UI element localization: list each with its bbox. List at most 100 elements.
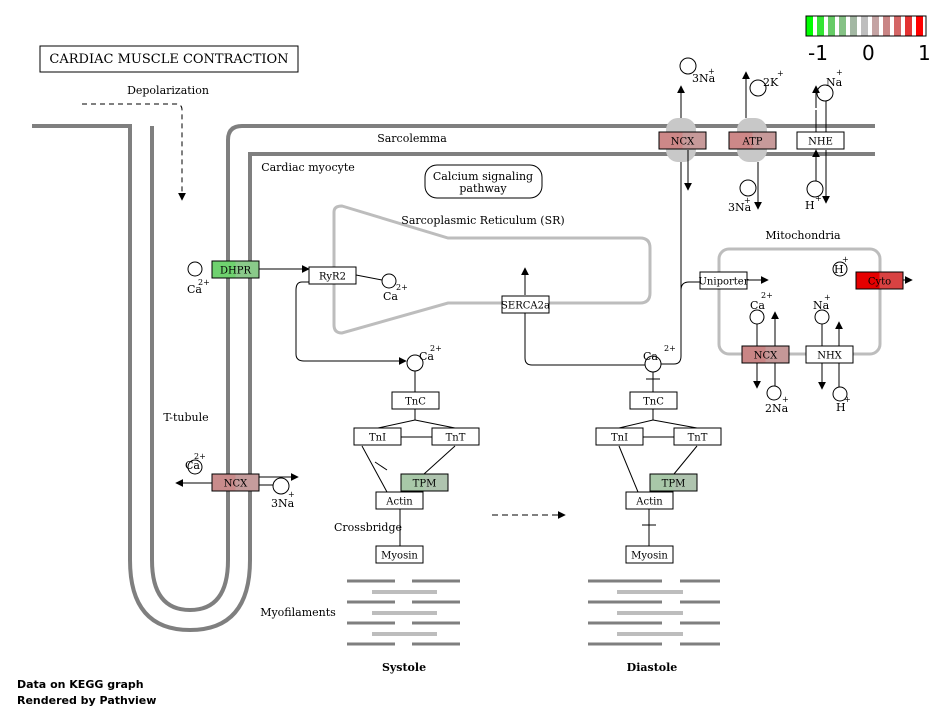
color-scale-swatch xyxy=(817,16,824,36)
gene-node-tni-d[interactable]: TnI xyxy=(595,427,644,446)
gene-label: Actin xyxy=(635,497,663,508)
color-scale-swatch xyxy=(861,16,868,36)
scale-min-label: -1 xyxy=(808,41,828,65)
gene-node-tni-s[interactable]: TnI xyxy=(353,427,402,446)
color-scale-swatch xyxy=(894,16,901,36)
scale-max-label: 1 xyxy=(918,41,931,65)
gene-label: NHX xyxy=(817,351,842,362)
svg-text:Ca: Ca xyxy=(187,283,202,296)
gene-node-ncx-tt[interactable]: NCX xyxy=(211,473,260,492)
gene-label: TnC xyxy=(405,397,426,408)
svg-text:+: + xyxy=(782,395,789,404)
color-scale-swatch xyxy=(828,16,835,36)
svg-text:Ca: Ca xyxy=(643,350,658,363)
systole-complex-links: Crossbridge xyxy=(334,409,456,546)
gene-node-actin-d[interactable]: Actin xyxy=(625,491,674,510)
gene-node-nhx[interactable]: NHX xyxy=(805,345,854,364)
gene-node-tnt-d[interactable]: TnT xyxy=(673,427,722,446)
gene-label: Cyto xyxy=(868,277,891,288)
svg-text:H: H xyxy=(805,199,815,212)
gene-node-cyto[interactable]: Cyto xyxy=(855,271,904,290)
gene-node-tnt-s[interactable]: TnT xyxy=(431,427,480,446)
sarcoplasmic-reticulum: Sarcoplasmic Reticulum (SR) xyxy=(332,204,652,335)
gene-node-myosin-d[interactable]: Myosin xyxy=(625,545,674,564)
color-scale-swatch xyxy=(850,16,857,36)
sarcolemma-label: Sarcolemma xyxy=(377,132,447,145)
mitochondria-label: Mitochondria xyxy=(765,229,841,242)
title-box: CARDIAC MUSCLE CONTRACTION xyxy=(39,45,299,73)
gene-node-actin-s[interactable]: Actin xyxy=(375,491,424,510)
gene-node-ryr2[interactable]: RyR2 xyxy=(308,266,357,285)
gene-node-uniporter[interactable]: Uniporter xyxy=(699,271,749,290)
svg-text:+: + xyxy=(815,194,822,203)
diastole-complex-links xyxy=(618,409,698,546)
gene-label: NHE xyxy=(808,137,833,148)
footer-renderer: Rendered by Pathview xyxy=(17,694,156,707)
svg-text:Na: Na xyxy=(826,76,843,89)
sr-label: Sarcoplasmic Reticulum (SR) xyxy=(401,214,564,227)
gene-label: Actin xyxy=(385,497,413,508)
crossbridge-label: Crossbridge xyxy=(334,521,402,534)
color-scale: -1 0 1 xyxy=(805,15,931,65)
gene-label: ATP xyxy=(741,137,762,148)
sodium-ion-icon xyxy=(679,57,697,75)
gene-node-tnc-s[interactable]: TnC xyxy=(391,391,440,410)
gene-label: NCX xyxy=(671,137,695,148)
hydrogen-ion-icon xyxy=(832,386,848,402)
svg-text:3Na: 3Na xyxy=(692,72,716,85)
svg-text:Ca: Ca xyxy=(185,459,200,472)
gene-node-myosin-s[interactable]: Myosin xyxy=(375,545,424,564)
color-scale-swatch xyxy=(916,16,923,36)
svg-text:+: + xyxy=(777,69,784,78)
svg-text:2K: 2K xyxy=(763,76,779,89)
gene-label: Uniporter xyxy=(699,277,749,288)
gene-node-serca[interactable]: SERCA2a xyxy=(501,295,550,314)
svg-text:+: + xyxy=(842,255,849,264)
svg-text:+: + xyxy=(708,67,715,76)
sodium-ion-icon xyxy=(739,179,757,197)
depolarization-arrow: Depolarization xyxy=(82,84,209,201)
gene-node-atp[interactable]: ATP xyxy=(728,131,777,150)
page-title: CARDIAC MUSCLE CONTRACTION xyxy=(49,52,288,67)
hydrogen-ion-icon xyxy=(806,180,824,198)
calcium-ion-icon xyxy=(749,309,765,325)
gene-node-nhe[interactable]: NHE xyxy=(796,131,845,150)
cardiac-myocyte-label: Cardiac myocyte xyxy=(261,161,355,174)
calcium-signaling-pathway-box[interactable]: Calcium signaling pathway xyxy=(424,164,543,199)
gene-node-ncx-mito[interactable]: NCX xyxy=(741,345,790,364)
gene-node-dhpr[interactable]: DHPR xyxy=(211,260,260,279)
svg-text:3Na: 3Na xyxy=(271,497,295,510)
sodium-ion-icon xyxy=(766,385,782,401)
svg-text:+: + xyxy=(744,196,751,205)
gene-node-tpm-s[interactable]: TPM xyxy=(400,473,449,492)
svg-text:3Na: 3Na xyxy=(728,201,752,214)
hydrogen-ion-icon xyxy=(832,261,848,277)
gene-label: TPM xyxy=(662,479,686,490)
myofilaments-label: Myofilaments xyxy=(260,606,336,619)
sodium-ion-icon xyxy=(272,477,290,495)
gene-node-ncx-top[interactable]: NCX xyxy=(658,131,707,150)
svg-text:2+: 2+ xyxy=(194,452,206,461)
gene-node-tpm-d[interactable]: TPM xyxy=(649,473,698,492)
color-scale-bars xyxy=(806,16,923,36)
calcium-ion-icon xyxy=(381,273,397,289)
svg-text:+: + xyxy=(836,68,843,77)
t-tubule-label: T-tubule xyxy=(163,411,208,424)
color-scale-swatch xyxy=(905,16,912,36)
myofilaments-systole xyxy=(347,579,460,646)
svg-text:H: H xyxy=(836,401,846,414)
gene-label: TnI xyxy=(611,433,628,444)
svg-text:pathway: pathway xyxy=(459,182,507,195)
myofilaments-diastole xyxy=(588,579,720,646)
svg-text:+: + xyxy=(288,490,295,499)
gene-label: TnC xyxy=(643,397,664,408)
gene-label: TnT xyxy=(446,433,466,444)
gene-node-tnc-d[interactable]: TnC xyxy=(629,391,678,410)
depolarization-label: Depolarization xyxy=(127,84,209,97)
gene-label: NCX xyxy=(754,351,778,362)
svg-text:2+: 2+ xyxy=(198,278,210,287)
svg-text:2+: 2+ xyxy=(430,344,442,353)
svg-text:Ca: Ca xyxy=(383,290,398,303)
